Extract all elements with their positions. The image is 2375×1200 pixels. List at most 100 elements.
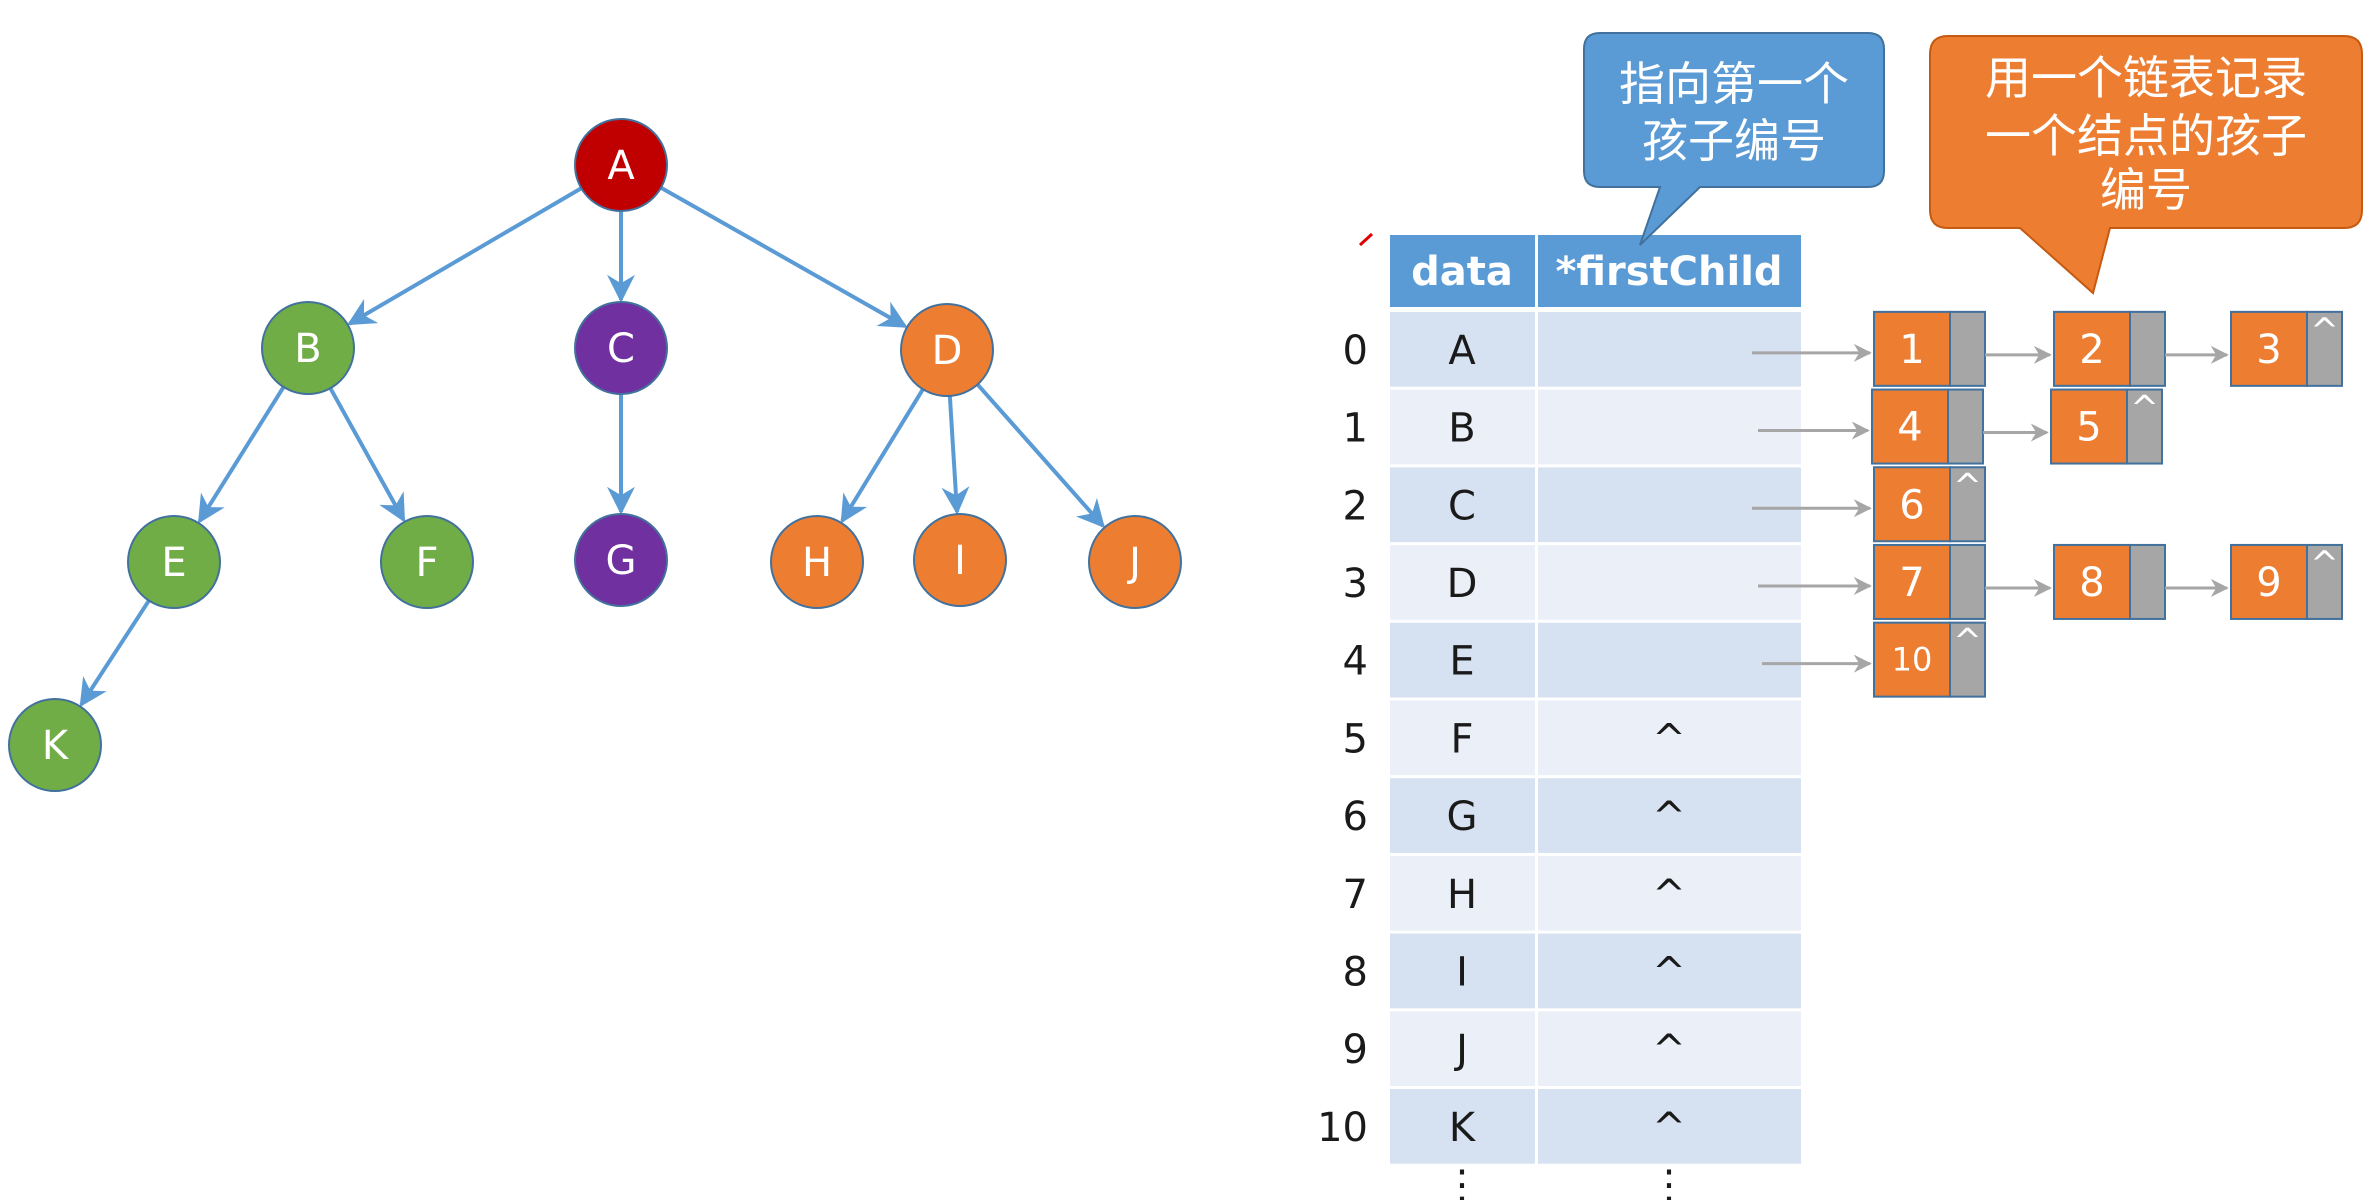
- list-node-value: 6: [1899, 482, 1924, 528]
- tree-edge-A-D: [660, 185, 908, 329]
- tree-edge-D-H: [840, 388, 925, 524]
- tree-node-label: D: [932, 328, 963, 374]
- table-row-data: D: [1447, 561, 1478, 607]
- list-node-null: ^: [1953, 466, 1982, 506]
- table-row-first-child: ^: [1652, 1027, 1686, 1073]
- list-node-data: [1873, 543, 1951, 620]
- table-row-first-child: ^: [1652, 794, 1686, 840]
- list-node-data: [2053, 543, 2131, 620]
- tree-node-E: [127, 515, 221, 609]
- list-node-data: [2230, 543, 2308, 620]
- tree-node-label: E: [161, 540, 186, 586]
- tree-node-label: F: [415, 540, 438, 586]
- tree-node-label: J: [1126, 540, 1141, 586]
- table-cell-first-child: [1538, 312, 1801, 387]
- list-node-value: 8: [2079, 560, 2104, 606]
- table-row-first-child: ^: [1652, 872, 1686, 918]
- list-node-data: [1873, 466, 1951, 543]
- list-node-next: [2129, 543, 2166, 620]
- tree-node-D: [900, 303, 994, 397]
- tree-node-I: [913, 513, 1007, 607]
- list-node-data: [2050, 388, 2128, 465]
- list-node-data: [1873, 310, 1951, 387]
- list-node-next: [2306, 543, 2343, 620]
- list-node-data: [1873, 621, 1951, 698]
- table-cell-data: [1390, 933, 1535, 1009]
- table-row-data: E: [1449, 639, 1474, 685]
- list-node-next: [1949, 466, 1986, 543]
- list-node-value: 9: [2256, 560, 2281, 606]
- list-node-next: [2306, 310, 2343, 387]
- callout-first-child: 指向第一个 孩子编号: [1583, 32, 1885, 246]
- table-cell-data: [1390, 622, 1535, 698]
- table-row-index: 1: [1343, 406, 1368, 452]
- table-cell-data: [1390, 467, 1535, 543]
- callout-linked-list: 用一个链表记录 一个结点的孩子 编号: [1929, 35, 2363, 295]
- list-node-value: 7: [1899, 560, 1924, 606]
- list-node-null: ^: [2310, 311, 2339, 351]
- tree-node-label: K: [42, 723, 70, 769]
- list-node-next: [1947, 388, 1984, 465]
- table-continuation-pointer: ⋮: [1649, 1162, 1689, 1200]
- table-cell-data: [1390, 855, 1535, 931]
- list-node-value: 1: [1899, 327, 1924, 373]
- list-node-next: [2129, 310, 2166, 387]
- table-cell-data: [1390, 778, 1535, 853]
- header-first-child-label: *firstChild: [1555, 249, 1782, 295]
- tree-node-K: [8, 698, 102, 792]
- table-cell-data: [1390, 312, 1535, 387]
- list-node-data: [2230, 310, 2308, 387]
- list-node-null: ^: [1953, 622, 1982, 662]
- table-header-first-child: [1538, 235, 1801, 307]
- list-node-next: [2126, 388, 2163, 465]
- table-row-index: 0: [1343, 328, 1368, 374]
- list-node-data: [1871, 388, 1949, 465]
- list-node-null: ^: [2130, 389, 2159, 429]
- table-cell-first-child: [1538, 1011, 1801, 1086]
- tree-node-C: [574, 301, 668, 395]
- list-node-value: 3: [2256, 327, 2281, 373]
- tree-node-H: [770, 515, 864, 609]
- table-row-index: 8: [1343, 949, 1368, 995]
- table-row-index: 9: [1343, 1027, 1368, 1073]
- tree-node-label: G: [606, 538, 637, 584]
- tree-edge-B-E: [197, 385, 286, 524]
- list-node-value: 10: [1892, 641, 1933, 679]
- tree-edge-D-J: [976, 383, 1106, 529]
- tree-edge-D-I: [941, 395, 970, 515]
- table-cell-first-child: [1538, 467, 1801, 543]
- table-header-data: [1390, 235, 1535, 307]
- table-row-first-child: ^: [1652, 716, 1686, 762]
- list-node-value: 4: [1897, 405, 1922, 451]
- table-cell-data: [1390, 545, 1535, 620]
- red-pen-mark: [1358, 232, 1374, 247]
- callout-linked-list-line-2: 一个结点的孩子: [1985, 109, 2307, 163]
- tree-edges: [79, 185, 1106, 708]
- table-cell-first-child: [1538, 622, 1801, 698]
- tree-node-J: [1088, 515, 1182, 609]
- tree-edge-E-K: [79, 599, 151, 708]
- callout-linked-list-shape: [1929, 35, 2363, 295]
- table-cell-first-child: [1538, 389, 1801, 465]
- table-row-data: I: [1456, 949, 1468, 995]
- table-cell-first-child: [1538, 778, 1801, 853]
- table-row-index: 5: [1343, 716, 1368, 762]
- table-cell-first-child: [1538, 700, 1801, 776]
- callout-first-child-line-1: 指向第一个: [1619, 57, 1849, 111]
- table-continuation-data: ⋮: [1442, 1162, 1482, 1200]
- list-node-value: 2: [2079, 327, 2104, 373]
- table-row-index: 7: [1343, 872, 1368, 918]
- table-cell-data: [1390, 1011, 1535, 1086]
- table-row-first-child: ^: [1652, 1105, 1686, 1151]
- table-cell-data: [1390, 1089, 1535, 1164]
- table-row-index: 2: [1343, 483, 1368, 529]
- tree-node-label: B: [294, 326, 321, 372]
- tree-node-G: [574, 513, 668, 607]
- tree-node-B: [261, 301, 355, 395]
- callout-first-child-shape: [1583, 32, 1885, 246]
